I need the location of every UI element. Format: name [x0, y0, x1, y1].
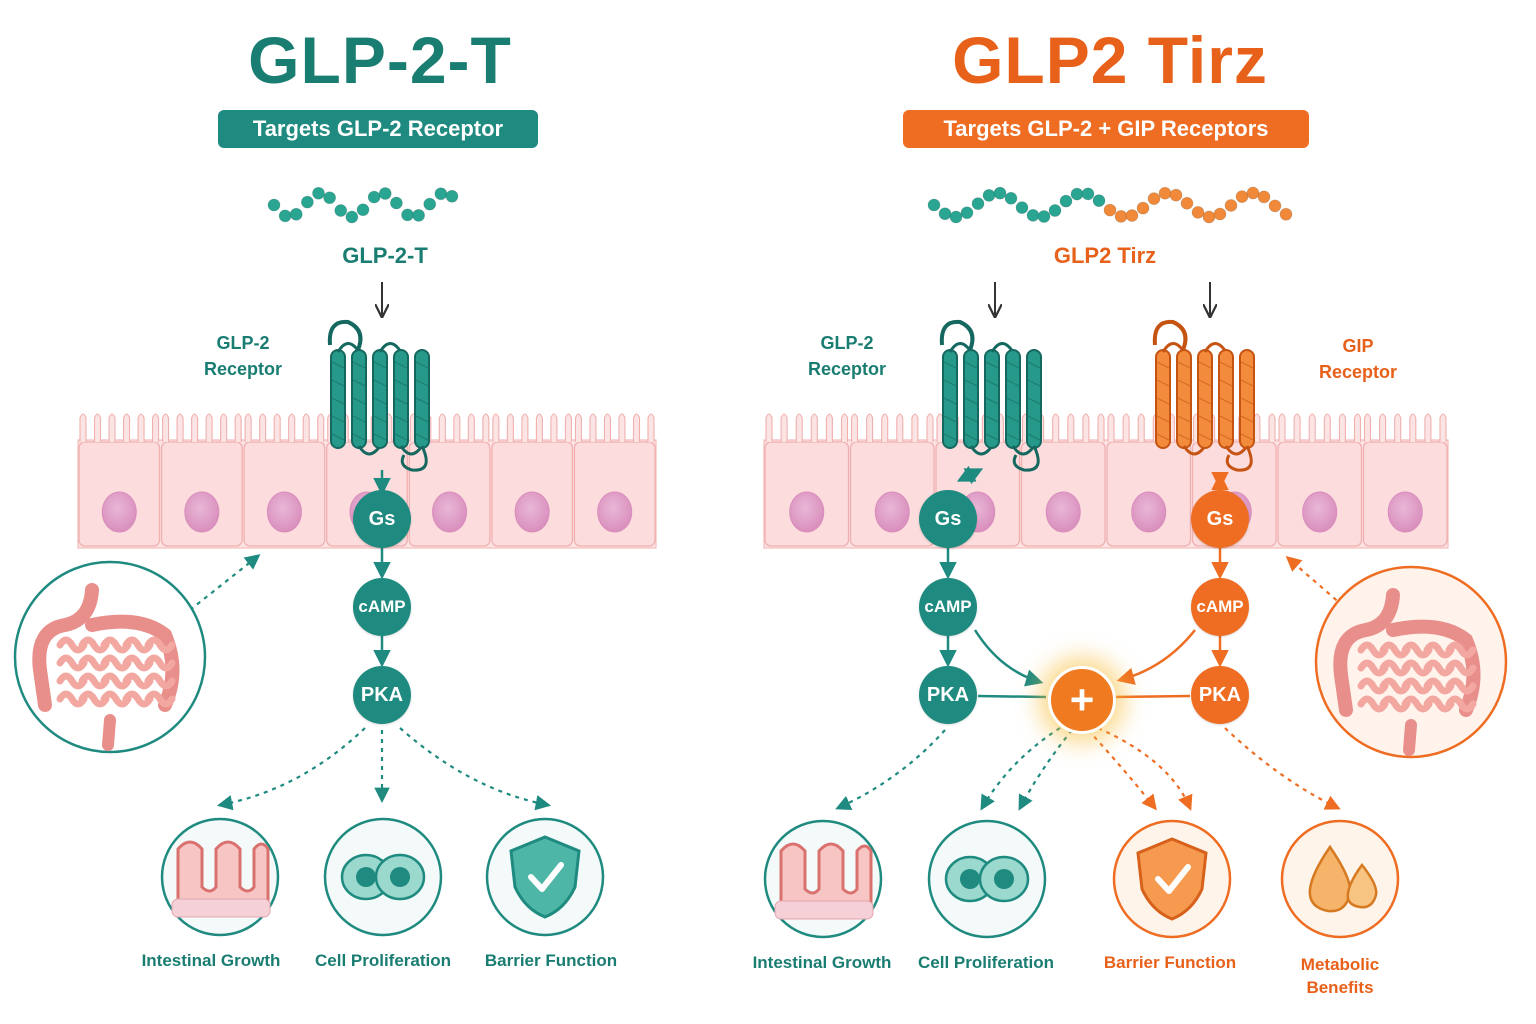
glp2-gs-node: Gs	[919, 490, 977, 548]
left-outcome-barrier-function: Barrier Function	[484, 951, 618, 970]
glp2-pka-node: PKA	[919, 666, 977, 724]
left-peptide-label: GLP-2-T	[342, 243, 428, 268]
receptor-icon-left	[327, 319, 430, 472]
synergy-plus-node: +	[1048, 666, 1116, 734]
intestine-icon-left	[13, 560, 207, 754]
shield-check-icon-right	[1112, 819, 1232, 939]
villi-icon-right	[763, 819, 883, 939]
gip-pka-node: PKA	[1191, 666, 1249, 724]
left-subtitle-badge: Targets GLP-2 Receptor	[218, 110, 538, 148]
right-subtitle-badge: Targets GLP-2 + GIP Receptors	[903, 110, 1309, 148]
epithelium-icon-left	[77, 413, 657, 549]
left-outcome-cell-proliferation: Cell Proliferation	[314, 951, 452, 970]
cell-icon-right	[927, 819, 1047, 939]
right-title: GLP2 Tirz	[952, 23, 1268, 97]
left-camp-node: cAMP	[353, 578, 411, 636]
glp2-camp-node: cAMP	[919, 578, 977, 636]
right-outcome-barrier-function: Barrier Function	[1103, 953, 1237, 972]
villi-icon-left	[160, 817, 280, 937]
gip-camp-node: cAMP	[1191, 578, 1249, 636]
left-pka-node: PKA	[353, 666, 411, 724]
right-peptide-label: GLP2 Tirz	[1053, 243, 1157, 268]
receptor-icon-gip	[1152, 319, 1255, 472]
epithelium-icon-right	[763, 413, 1449, 549]
peptide-chain-icon-left	[267, 186, 459, 224]
receptor-icon-glp2	[939, 319, 1042, 472]
right-outcome-intestinal-growth: Intestinal Growth	[752, 953, 892, 972]
droplets-icon	[1280, 819, 1400, 939]
right-outcome-metabolic-benefits: Metabolic Benefits	[1300, 955, 1380, 997]
gip-gs-node: Gs	[1191, 490, 1249, 548]
right-outcome-cell-proliferation: Cell Proliferation	[917, 953, 1055, 972]
peptide-chain-icon-right	[927, 186, 1293, 224]
left-outcome-intestinal-growth: Intestinal Growth	[141, 951, 281, 970]
intestine-icon-right	[1314, 565, 1508, 759]
left-title: GLP-2-T	[248, 23, 512, 97]
left-gs-node: Gs	[353, 490, 411, 548]
shield-check-icon-left	[485, 817, 605, 937]
cell-icon-left	[323, 817, 443, 937]
